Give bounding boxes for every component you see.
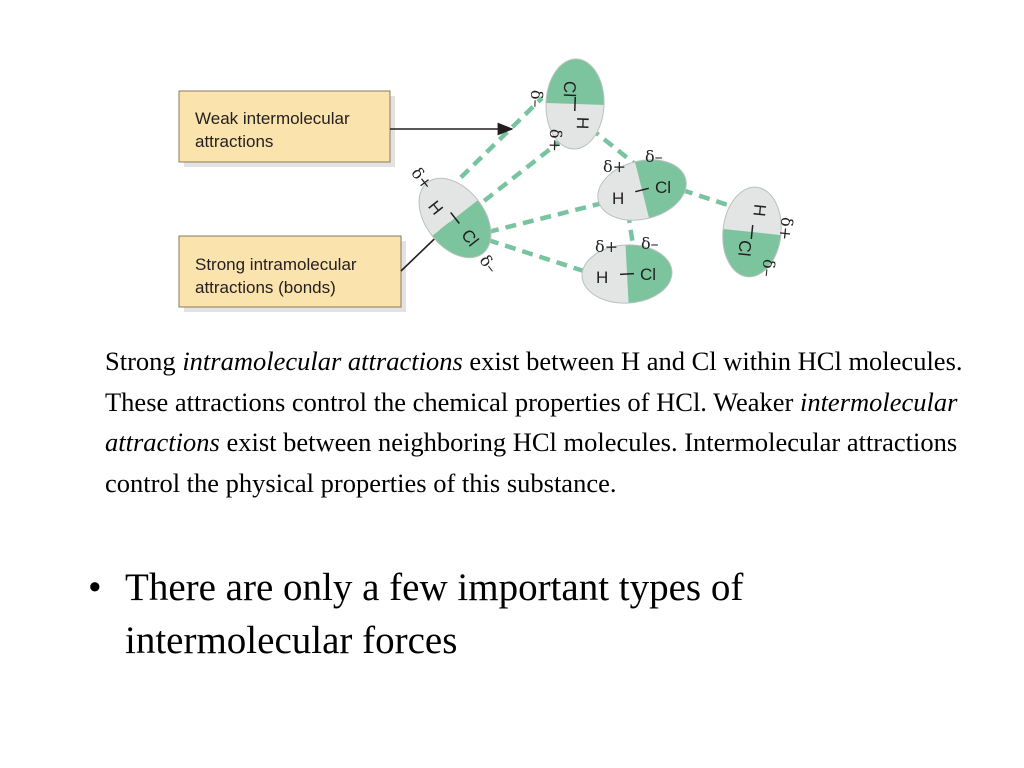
chlorine-atom-label: Cl [734,239,755,257]
chlorine-atom-label: Cl [560,81,580,98]
caption-term-intramolecular: intramolecular attractions [182,346,463,376]
partial-negative-label: δ– [758,258,779,278]
partial-negative-label: δ– [527,90,547,108]
caption-part: exist between neighboring HCl molecules.… [105,427,958,498]
dash-line [588,126,642,170]
hydrogen-atom-label: H [573,117,592,130]
diagram-caption: Strong intramolecular attractions exist … [105,341,965,503]
dash-line [487,200,604,235]
caption-term-intermolecular: intermolecular attractions [105,386,958,458]
caption-part: exist between H and Cl within HCl molecu… [105,346,963,417]
hydrogen-atom-label: H [612,189,624,208]
weak-attraction-callout: Weak intermolecular attractions [178,90,395,167]
partial-positive-label: δ+ [595,237,618,256]
hcl-molecule [544,58,606,150]
partial-positive-label: δ+ [603,157,626,176]
dash-line [468,133,570,214]
hcl-molecule [718,184,786,280]
partial-negative-label: δ– [641,234,659,253]
weak-callout-line-1: Weak intermolecular [195,109,350,128]
partial-positive-label: δ+ [545,129,565,153]
hcl-attraction-diagram: Weak intermolecular attractions Strong i… [178,58,797,312]
caption-part: Strong [105,346,183,376]
hydrogen-atom-label: H [749,203,769,217]
partial-positive-label: δ+ [775,216,796,241]
strong-callout-line-1: Strong intramolecular [195,255,357,274]
chlorine-atom-label: Cl [655,178,671,197]
hcl-molecule [580,242,674,306]
dash-line [487,237,591,276]
strong-callout-line-2: attractions (bonds) [195,278,336,297]
dash-line [681,187,738,211]
bullet-marker: • [88,566,102,609]
dash-line [446,96,544,192]
bullet-text: There are only a few important types of … [125,566,744,662]
intermolecular-dash-lines [446,96,738,276]
strong-attraction-callout: Strong intramolecular attractions (bonds… [178,235,406,312]
chlorine-atom-label: Cl [640,265,656,284]
hydrogen-atom-label: H [596,268,608,287]
partial-negative-label: δ– [645,147,663,166]
weak-callout-line-2: attractions [195,132,273,151]
